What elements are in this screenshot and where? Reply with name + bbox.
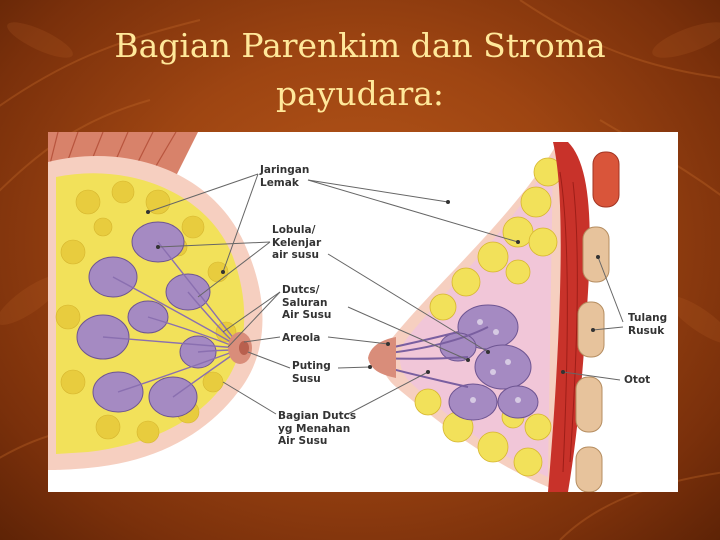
callout-leader-lines — [147, 173, 624, 415]
ribs — [575, 151, 620, 492]
sagittal-view — [368, 142, 620, 492]
callout-dots — [146, 200, 600, 374]
label-nipple: Puting Susu — [292, 360, 331, 385]
label-duct-sinus: Bagian Dutcs yg Menahan Air Susu — [278, 410, 357, 447]
page-title-line-1: Bagian Parenkim dan Stroma — [114, 26, 606, 65]
label-muscle: Otot — [624, 374, 651, 386]
label-ducts: Dutcs/ Saluran Air Susu — [282, 284, 332, 321]
frontal-view — [48, 132, 263, 470]
page-title: Bagian Parenkim dan Stroma payudara: — [60, 22, 660, 118]
page-title-line-2: payudara: — [275, 74, 445, 113]
label-lobules: Lobula/ Kelenjar air susu — [272, 224, 322, 261]
breast-anatomy-illustration — [48, 132, 624, 492]
label-fat-tissue: Jaringan Lemak — [260, 164, 310, 189]
label-areola: Areola — [282, 332, 321, 344]
breast-anatomy-figure: Jaringan Lemak Lobula/ Kelenjar air susu… — [48, 132, 678, 492]
label-ribs: Tulang Rusuk — [628, 312, 668, 337]
